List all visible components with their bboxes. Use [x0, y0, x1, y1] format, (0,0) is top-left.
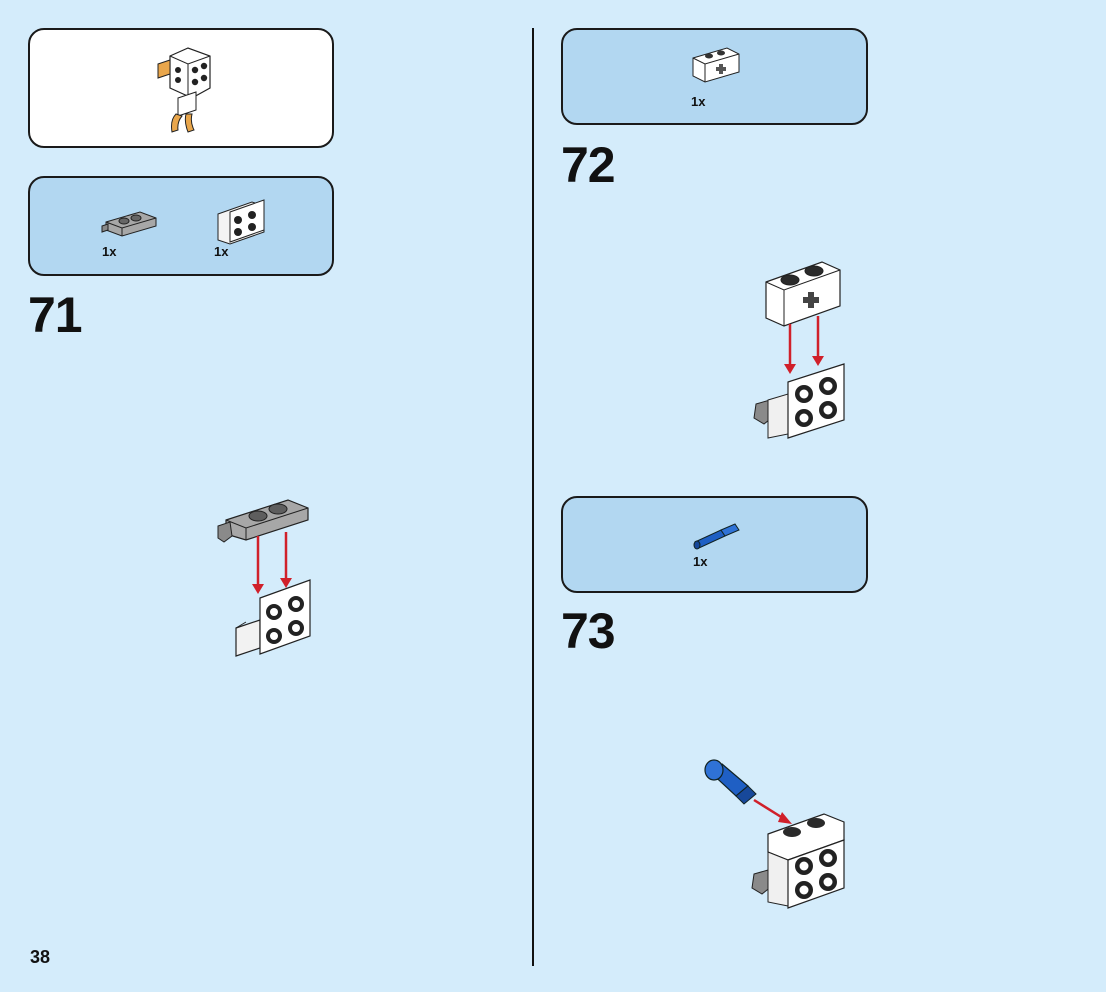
subassembly-callout	[28, 28, 334, 148]
parts-list-step-73: 1x	[561, 496, 868, 593]
part-quantity: 1x	[214, 244, 229, 259]
part-quantity: 1x	[691, 94, 706, 109]
column-divider	[532, 28, 534, 966]
blue-pin-part-icon	[693, 523, 740, 550]
step-number: 71	[28, 287, 83, 343]
step-number: 73	[561, 603, 616, 659]
subassembly-illustration	[157, 47, 211, 133]
parts-list-step-72: 1x	[561, 28, 868, 125]
page-number: 38	[30, 947, 51, 967]
white-bracket-part-icon	[217, 199, 265, 245]
step-number: 72	[561, 137, 616, 193]
part-quantity: 1x	[102, 244, 117, 259]
grey-plate-part-icon	[101, 211, 157, 237]
step-73-illustration	[704, 759, 845, 909]
step-71-illustration	[217, 499, 311, 657]
technic-brick-part-icon	[692, 47, 740, 83]
part-quantity: 1x	[693, 554, 708, 569]
step-72-illustration	[753, 261, 845, 439]
parts-list-step-71: 1x 1x	[28, 176, 334, 276]
